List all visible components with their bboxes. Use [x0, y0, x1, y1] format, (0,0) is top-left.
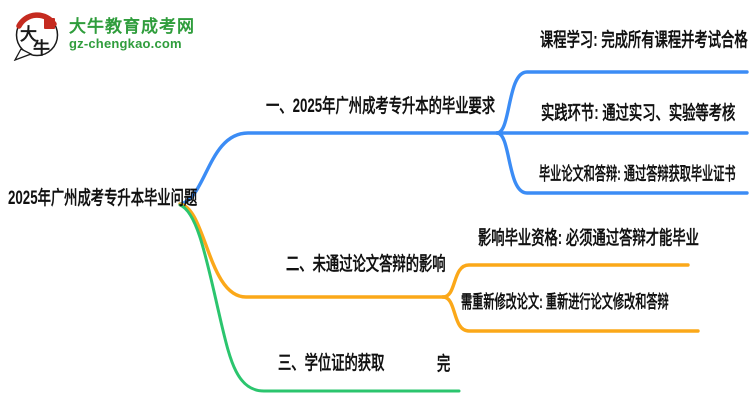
branch2-child1-label: 影响毕业资格: 必须通过答辩才能毕业: [478, 228, 699, 249]
branch3-label: 三、学位证的获取: [278, 353, 385, 374]
logo-char-top: 大: [20, 24, 37, 44]
root-node-label: 2025年广州成考专升本毕业问题: [8, 188, 198, 209]
ox-logo-icon: 大 牛: [13, 12, 59, 61]
branch3-end-marker: 完: [437, 354, 451, 375]
branch2-child1-line: [441, 263, 690, 299]
branch1-child3-label: 毕业论文和答辩: 通过答辩获取毕业证书: [539, 164, 736, 184]
branch2-label: 二、未通过论文答辩的影响: [286, 254, 446, 275]
logo-char-bottom: 牛: [33, 38, 50, 58]
branch1-trunk-line: [178, 131, 499, 206]
branch2-child2-label: 需重新修改论文: 重新进行论文修改和答辩: [461, 292, 669, 312]
branch1-child3-line: [495, 131, 749, 195]
branch3-trunk-line: [178, 203, 461, 393]
site-url: gz-chengkao.com: [69, 35, 182, 51]
branch1-child2-label: 实践环节: 通过实习、实验等考核: [541, 103, 736, 124]
branch3-connectors: [178, 203, 461, 393]
site-logo: 大 牛 大牛教育成考网 gz-chengkao.com: [12, 9, 195, 61]
branch1-label: 一、2025年广州成考专升本的毕业要求: [266, 96, 496, 117]
speech-bubble-tail: [13, 48, 33, 61]
branch1-child1-label: 课程学习: 完成所有课程并考试合格: [540, 30, 748, 51]
branch2-child2-line: [441, 295, 700, 333]
branch2-trunk-line: [178, 202, 445, 299]
logo-text: 大牛教育成考网 gz-chengkao.com: [69, 17, 195, 52]
branch1-child1-line: [495, 70, 749, 135]
branch1-connectors: [178, 70, 749, 206]
site-name: 大牛教育成考网: [69, 17, 195, 37]
branch2-connectors: [178, 202, 700, 333]
red-seal: [44, 18, 55, 29]
